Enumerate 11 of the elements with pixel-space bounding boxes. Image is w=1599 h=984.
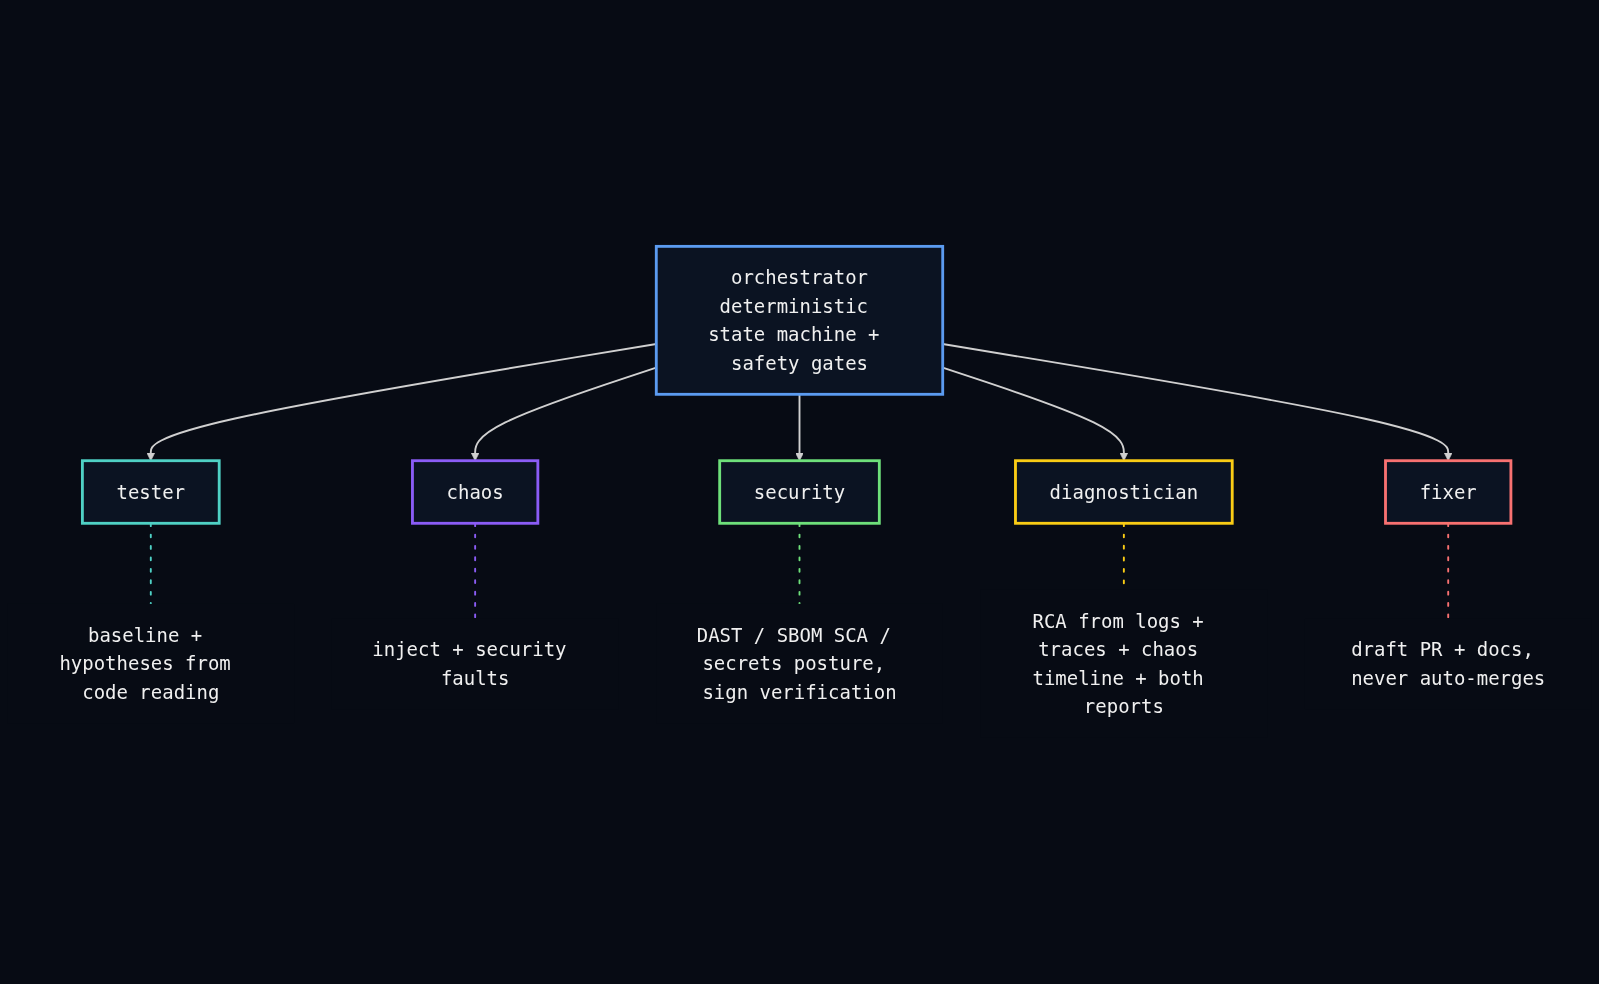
node-text: inject + security faults bbox=[372, 638, 567, 690]
node-box: diagnostician bbox=[1014, 459, 1234, 525]
node-box: security bbox=[718, 459, 881, 525]
node-box: fixer bbox=[1384, 459, 1513, 525]
node-box: tester bbox=[80, 459, 221, 525]
node-text: baseline + hypotheses from code reading bbox=[59, 623, 231, 704]
node-text: DAST / SBOM SCA / secrets posture, sign verification bbox=[696, 623, 897, 704]
node-box: orchestrator deterministic state machine + safety gates bbox=[654, 244, 945, 396]
node-box: chaos bbox=[411, 459, 540, 525]
node-text: draft PR + docs, never auto-merges bbox=[1351, 638, 1546, 690]
node-text: RCA from logs + traces + chaos timeline + both reports bbox=[1032, 609, 1204, 718]
